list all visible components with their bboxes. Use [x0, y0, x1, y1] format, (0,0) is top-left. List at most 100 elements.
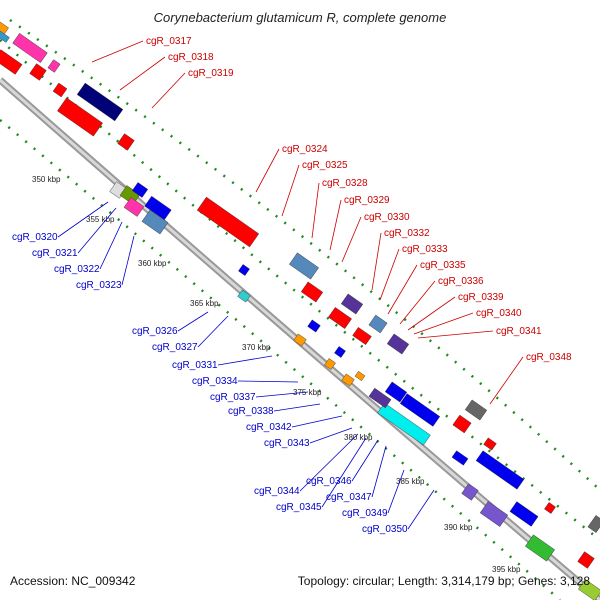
- tick-label-350-kbp: 350 kbp: [32, 175, 61, 184]
- leader-line: [291, 415, 343, 428]
- leader-line: [119, 56, 166, 91]
- gene-label-cgR_0331: cgR_0331: [172, 360, 218, 371]
- gene-arrow: [237, 289, 251, 303]
- leader-line: [299, 433, 359, 492]
- gene-label-cgR_0348: cgR_0348: [526, 352, 572, 363]
- gene-arrow: [368, 387, 392, 409]
- accession-text: Accession: NC_009342: [10, 574, 136, 588]
- tick-label-365-kbp: 365 kbp: [190, 299, 219, 308]
- gene-arrow: [399, 393, 441, 427]
- gene-arrow: [341, 373, 355, 387]
- leader-line: [255, 391, 309, 398]
- leader-line: [309, 427, 353, 444]
- leader-line: [379, 248, 400, 301]
- gene-arrow: [131, 182, 149, 198]
- gene-label-cgR_0347: cgR_0347: [326, 492, 372, 503]
- gene-arrow: [451, 450, 469, 466]
- leader-line: [197, 315, 229, 348]
- gene-arrow: [384, 381, 408, 403]
- backbone-arc-highlight: [0, 78, 600, 600]
- gene-arrow: [328, 307, 352, 329]
- gene-arrow: [52, 82, 68, 98]
- gene-arrow: [0, 49, 23, 75]
- gene-label-cgR_0332: cgR_0332: [384, 228, 430, 239]
- gene-label-cgR_0350: cgR_0350: [362, 524, 408, 535]
- gene-arrow: [544, 502, 556, 514]
- leader-line: [151, 72, 186, 109]
- leader-line: [341, 216, 362, 263]
- topology-text: Topology: circular; Length: 3,314,179 bp…: [297, 574, 590, 588]
- gene-arrow: [509, 501, 539, 527]
- gene-arrow: [577, 551, 595, 569]
- gene-arrow: [29, 63, 47, 81]
- gene-label-cgR_0321: cgR_0321: [32, 248, 78, 259]
- leader-line: [121, 235, 135, 286]
- leader-line: [417, 330, 494, 339]
- gene-arrow: [483, 437, 497, 451]
- gene-label-cgR_0340: cgR_0340: [476, 308, 522, 319]
- gene-arrow: [452, 414, 472, 434]
- gene-label-cgR_0326: cgR_0326: [132, 326, 178, 337]
- gene-arrow: [57, 97, 103, 137]
- leader-line: [99, 221, 123, 270]
- leader-line: [489, 356, 524, 405]
- gene-arrow: [461, 483, 479, 501]
- gene-label-cgR_0349: cgR_0349: [342, 508, 388, 519]
- gene-arrow: [12, 33, 48, 63]
- inner-dotted-arc: [0, 119, 561, 600]
- leader-line: [399, 280, 436, 325]
- leader-line: [407, 296, 456, 331]
- tick-label-370-kbp: 370 kbp: [242, 343, 271, 352]
- gene-label-cgR_0324: cgR_0324: [282, 144, 328, 155]
- gene-label-cgR_0333: cgR_0333: [402, 244, 448, 255]
- gene-arrow: [47, 59, 61, 73]
- gene-label-cgR_0328: cgR_0328: [322, 178, 368, 189]
- gene-arrow: [289, 252, 319, 280]
- gene-label-cgR_0318: cgR_0318: [168, 52, 214, 63]
- gene-label-cgR_0338: cgR_0338: [228, 406, 274, 417]
- gene-label-cgR_0334: cgR_0334: [192, 376, 238, 387]
- gene-label-cgR_0320: cgR_0320: [12, 232, 58, 243]
- gene-label-cgR_0339: cgR_0339: [458, 292, 504, 303]
- gene-label-cgR_0325: cgR_0325: [302, 160, 348, 171]
- gene-arrow: [300, 281, 324, 303]
- gene-arrow: [377, 402, 431, 446]
- gene-label-cgR_0337: cgR_0337: [210, 392, 256, 403]
- gene-arrow: [475, 450, 525, 490]
- tick-label-390-kbp: 390 kbp: [444, 523, 473, 532]
- map-title: Corynebacterium glutamicum R, complete g…: [153, 10, 447, 25]
- gene-arrow: [578, 579, 600, 600]
- gene-arrow: [340, 293, 364, 315]
- outer-dotted-arc: [9, 18, 600, 491]
- gene-arrow: [0, 19, 9, 37]
- tick-label-375-kbp: 375 kbp: [293, 388, 322, 397]
- leader-line: [407, 489, 435, 530]
- gene-arrow: [334, 346, 346, 358]
- tick-label-360-kbp: 360 kbp: [138, 259, 167, 268]
- leader-line: [387, 469, 405, 514]
- gene-arrow: [117, 133, 135, 151]
- gene-arrow: [525, 534, 555, 562]
- gene-label-cgR_0329: cgR_0329: [344, 195, 390, 206]
- leader-line: [91, 40, 144, 63]
- gene-label-cgR_0341: cgR_0341: [496, 326, 542, 337]
- gene-arrow: [196, 196, 260, 248]
- leader-line: [387, 264, 418, 315]
- leader-line: [255, 148, 280, 193]
- leader-line: [321, 437, 367, 508]
- gene-label-cgR_0323: cgR_0323: [76, 280, 122, 291]
- gene-label-cgR_0343: cgR_0343: [264, 438, 310, 449]
- leader-line: [237, 380, 299, 383]
- gene-label-cgR_0322: cgR_0322: [54, 264, 100, 275]
- gene-arrow: [307, 319, 321, 333]
- tick-label-395-kbp: 395 kbp: [492, 565, 521, 574]
- gene-label-cgR_0317: cgR_0317: [146, 36, 192, 47]
- gene-label-cgR_0345: cgR_0345: [276, 502, 322, 513]
- gene-arrow: [352, 327, 372, 345]
- gene-arrow: [386, 333, 410, 355]
- tick-label-355-kbp: 355 kbp: [86, 215, 115, 224]
- gene-arrow: [324, 358, 336, 370]
- gene-arrow: [141, 209, 169, 235]
- leader-line: [273, 403, 321, 412]
